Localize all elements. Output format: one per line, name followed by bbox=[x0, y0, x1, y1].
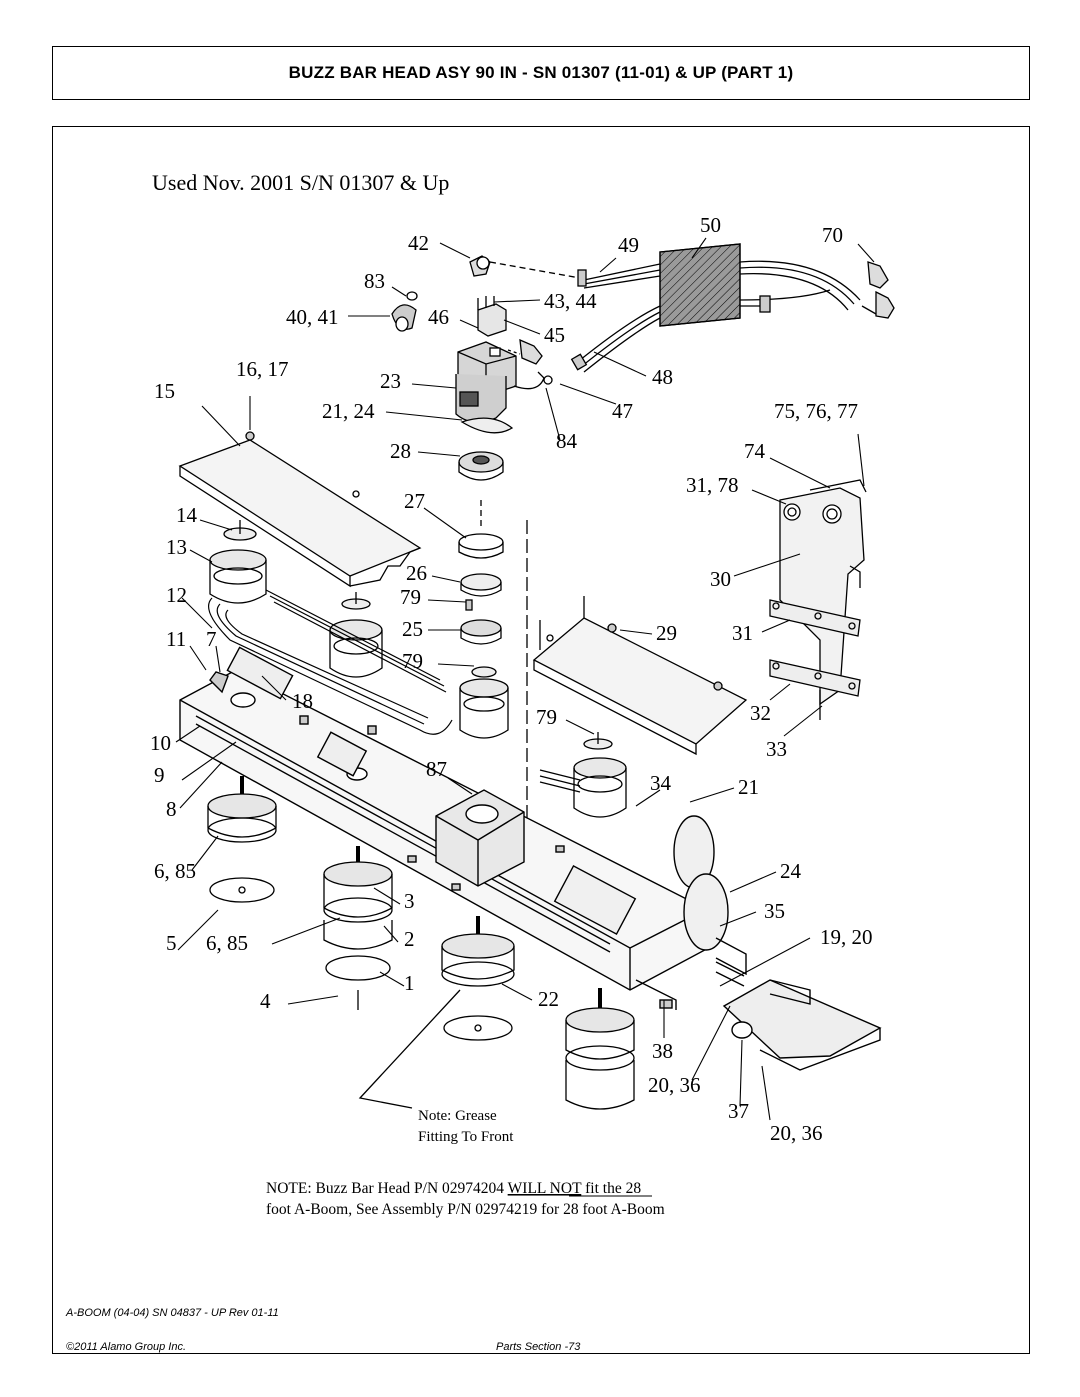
label-22: 22 bbox=[538, 987, 559, 1011]
label-46: 46 bbox=[428, 305, 449, 329]
hydraulic-motor-group bbox=[391, 243, 895, 481]
label-27: 27 bbox=[404, 489, 425, 513]
label-20-36-a: 20, 36 bbox=[648, 1073, 701, 1097]
label-21-24: 21, 24 bbox=[322, 399, 375, 423]
label-79-b: 79 bbox=[402, 649, 423, 673]
grease-note-line1: Note: Grease bbox=[418, 1108, 497, 1124]
label-26: 26 bbox=[406, 561, 427, 585]
label-30: 30 bbox=[710, 567, 731, 591]
diagram-frame bbox=[52, 126, 1030, 1354]
mounting-bracket bbox=[769, 479, 867, 720]
label-34: 34 bbox=[650, 771, 672, 795]
label-28: 28 bbox=[390, 439, 411, 463]
main-frame bbox=[179, 646, 882, 1071]
label-24: 24 bbox=[780, 859, 802, 883]
label-50: 50 bbox=[700, 213, 721, 237]
label-18: 18 bbox=[292, 689, 313, 713]
label-29: 29 bbox=[656, 621, 677, 645]
label-48: 48 bbox=[652, 365, 673, 389]
label-83: 83 bbox=[364, 269, 385, 293]
label-32: 32 bbox=[750, 701, 771, 725]
label-47: 47 bbox=[612, 399, 633, 423]
label-23: 23 bbox=[380, 369, 401, 393]
footer-page-number: Parts Section -73 bbox=[496, 1341, 581, 1353]
label-2: 2 bbox=[404, 927, 415, 951]
label-31-78: 31, 78 bbox=[686, 473, 739, 497]
label-20-36-b: 20, 36 bbox=[770, 1121, 823, 1145]
top-shield-right bbox=[532, 596, 748, 756]
label-6-85-a: 6, 85 bbox=[154, 859, 196, 883]
label-12: 12 bbox=[166, 583, 187, 607]
drive-belts bbox=[208, 589, 453, 735]
label-79-c: 79 bbox=[536, 705, 557, 729]
cutter-discs bbox=[207, 776, 635, 1110]
coupler-stack bbox=[458, 500, 528, 880]
compatibility-note-line2: foot A-Boom, See Assembly P/N 02974219 f… bbox=[266, 1201, 665, 1218]
label-7: 7 bbox=[206, 627, 217, 651]
left-pulley-stack bbox=[209, 520, 383, 678]
leader-lines bbox=[175, 237, 875, 1121]
label-43-44: 43, 44 bbox=[544, 289, 597, 313]
label-19-20: 19, 20 bbox=[820, 925, 873, 949]
label-70: 70 bbox=[822, 223, 843, 247]
right-pulley bbox=[539, 732, 627, 818]
label-35: 35 bbox=[764, 899, 785, 923]
label-9: 9 bbox=[154, 763, 165, 787]
label-31: 31 bbox=[732, 621, 753, 645]
label-33: 33 bbox=[766, 737, 787, 761]
label-4: 4 bbox=[260, 989, 271, 1013]
label-1: 1 bbox=[404, 971, 415, 995]
label-21: 21 bbox=[738, 775, 759, 799]
label-37: 37 bbox=[728, 1099, 749, 1123]
label-5: 5 bbox=[166, 931, 177, 955]
compatibility-note-line1: NOTE: Buzz Bar Head P/N 02974204 WILL NO… bbox=[266, 1180, 641, 1197]
footer-revision: A-BOOM (04-04) SN 04837 - UP Rev 01-11 bbox=[66, 1307, 279, 1319]
label-11: 11 bbox=[166, 627, 186, 651]
label-45: 45 bbox=[544, 323, 565, 347]
label-75-76-77: 75, 76, 77 bbox=[774, 399, 858, 423]
label-40-41: 40, 41 bbox=[286, 305, 339, 329]
label-79-a: 79 bbox=[400, 585, 421, 609]
part-labels: 42 83 40, 41 46 49 50 70 43, 44 45 16, 1… bbox=[150, 213, 873, 1145]
label-6-85-b: 6, 85 bbox=[206, 931, 248, 955]
top-shield-left bbox=[178, 431, 422, 588]
footer-copyright: ©2011 Alamo Group Inc. bbox=[66, 1341, 187, 1353]
label-8: 8 bbox=[166, 797, 177, 821]
label-13: 13 bbox=[166, 535, 187, 559]
label-25: 25 bbox=[402, 617, 423, 641]
label-38: 38 bbox=[652, 1039, 673, 1063]
label-14: 14 bbox=[176, 503, 198, 527]
diagram-subtitle: Used Nov. 2001 S/N 01307 & Up bbox=[152, 170, 449, 195]
label-42: 42 bbox=[408, 231, 429, 255]
label-49: 49 bbox=[618, 233, 639, 257]
label-10: 10 bbox=[150, 731, 171, 755]
page-title: BUZZ BAR HEAD ASY 90 IN - SN 01307 (11-0… bbox=[288, 63, 794, 82]
label-87: 87 bbox=[426, 757, 447, 781]
page-title-box: BUZZ BAR HEAD ASY 90 IN - SN 01307 (11-0… bbox=[52, 46, 1030, 100]
label-3: 3 bbox=[404, 889, 415, 913]
label-74: 74 bbox=[744, 439, 766, 463]
label-16-17: 16, 17 bbox=[236, 357, 289, 381]
label-15: 15 bbox=[154, 379, 175, 403]
grease-note-line2: Fitting To Front bbox=[418, 1129, 514, 1145]
label-84: 84 bbox=[556, 429, 578, 453]
